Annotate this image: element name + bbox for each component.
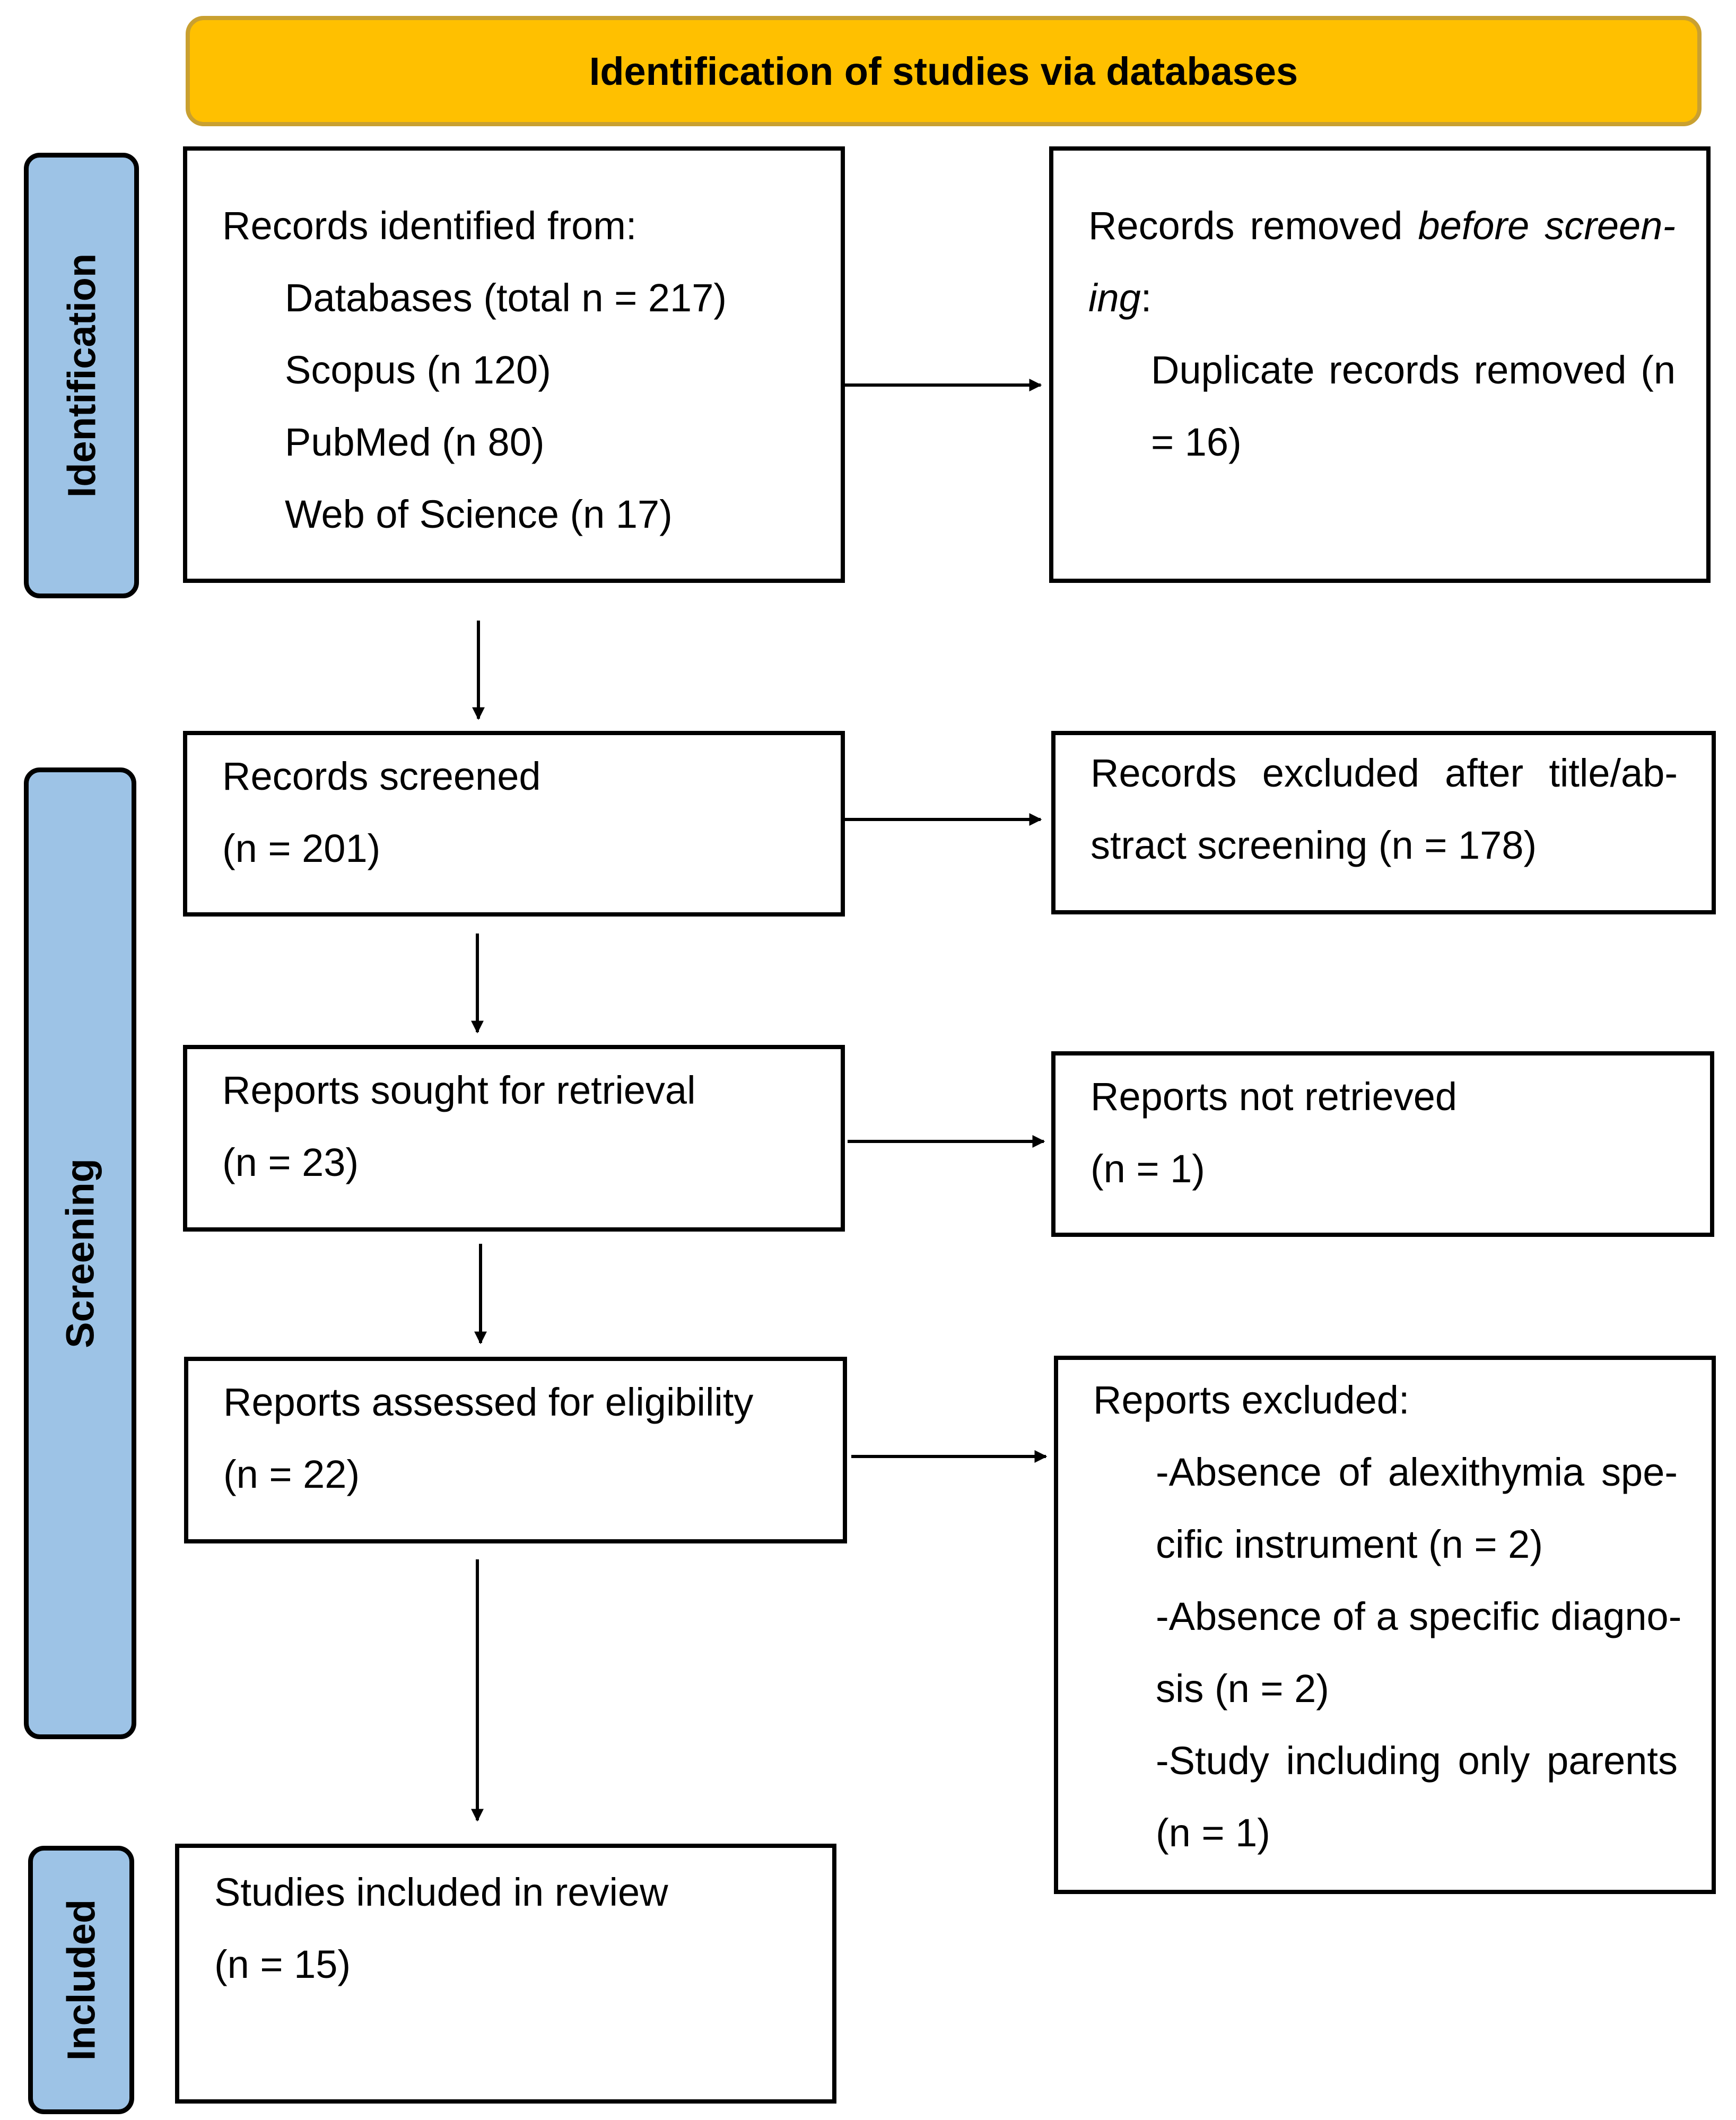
reports-not-retrieved-label: Reports not retrieved: [1091, 1075, 1458, 1119]
reports-excluded-heading: Reports excluded:: [1093, 1378, 1410, 1422]
reason-3-line-2: (n = 1): [1156, 1811, 1270, 1855]
scopus-count: Scopus (n 120): [285, 348, 551, 392]
records-screened-label: Records screened: [222, 754, 541, 798]
records-removed-line-2: ing:: [1088, 276, 1152, 320]
records-excluded-line-1: Records excluded after title/ab-: [1091, 751, 1678, 795]
header-banner: Identification of studies via databases: [186, 16, 1702, 126]
reason-3-line-1: -Study including only parents: [1156, 1739, 1678, 1783]
reason-2-line-1: -Absence of a specific diagno-: [1156, 1594, 1682, 1638]
records-removed-line-1: Records removed before screen-: [1088, 204, 1676, 248]
records-screened-count: (n = 201): [222, 826, 381, 870]
reason-1-line-2: cific instrument (n = 2): [1156, 1522, 1543, 1566]
records-excluded-line-2: stract screening (n = 178): [1091, 823, 1537, 867]
reports-assessed-label: Reports assessed for eligibility: [223, 1380, 754, 1424]
reports-not-retrieved-box: Reports not retrieved (n = 1): [1051, 1051, 1714, 1237]
reason-1-line-1: -Absence of alexithymia spe-: [1156, 1450, 1678, 1494]
header-title: Identification of studies via databases: [589, 49, 1298, 93]
phase-included: Included: [28, 1846, 134, 2114]
reports-not-retrieved-count: (n = 1): [1091, 1147, 1205, 1191]
studies-included-count: (n = 15): [214, 1942, 351, 1986]
reason-2-line-2: sis (n = 2): [1156, 1667, 1329, 1711]
reports-excluded-box: Reports excluded: -Absence of alexithymi…: [1054, 1356, 1716, 1894]
phase-screening: Screening: [24, 767, 136, 1739]
reports-sought-count: (n = 23): [222, 1140, 359, 1184]
duplicates-removed-line-1: Duplicate records removed (n: [1151, 348, 1676, 392]
records-identified-heading: Records identified from:: [222, 204, 637, 248]
records-screened-box: Records screened (n = 201): [183, 731, 845, 917]
records-excluded-box: Records excluded after title/ab- stract …: [1051, 731, 1716, 914]
reports-sought-box: Reports sought for retrieval (n = 23): [183, 1045, 845, 1232]
databases-total: Databases (total n = 217): [285, 276, 727, 320]
duplicates-removed-line-2: = 16): [1151, 420, 1242, 464]
studies-included-box: Studies included in review (n = 15): [175, 1844, 836, 2104]
phase-identification: Identification: [24, 153, 139, 598]
records-identified-box: Records identified from: Databases (tota…: [183, 146, 845, 583]
reports-assessed-count: (n = 22): [223, 1452, 360, 1496]
pubmed-count: PubMed (n 80): [285, 420, 545, 464]
reports-assessed-box: Reports assessed for eligibility (n = 22…: [184, 1357, 847, 1543]
studies-included-label: Studies included in review: [214, 1870, 668, 1914]
records-removed-box: Records removed before screen- ing: Dupl…: [1049, 146, 1711, 583]
wos-count: Web of Science (n 17): [285, 492, 673, 536]
reports-sought-label: Reports sought for retrieval: [222, 1068, 696, 1112]
